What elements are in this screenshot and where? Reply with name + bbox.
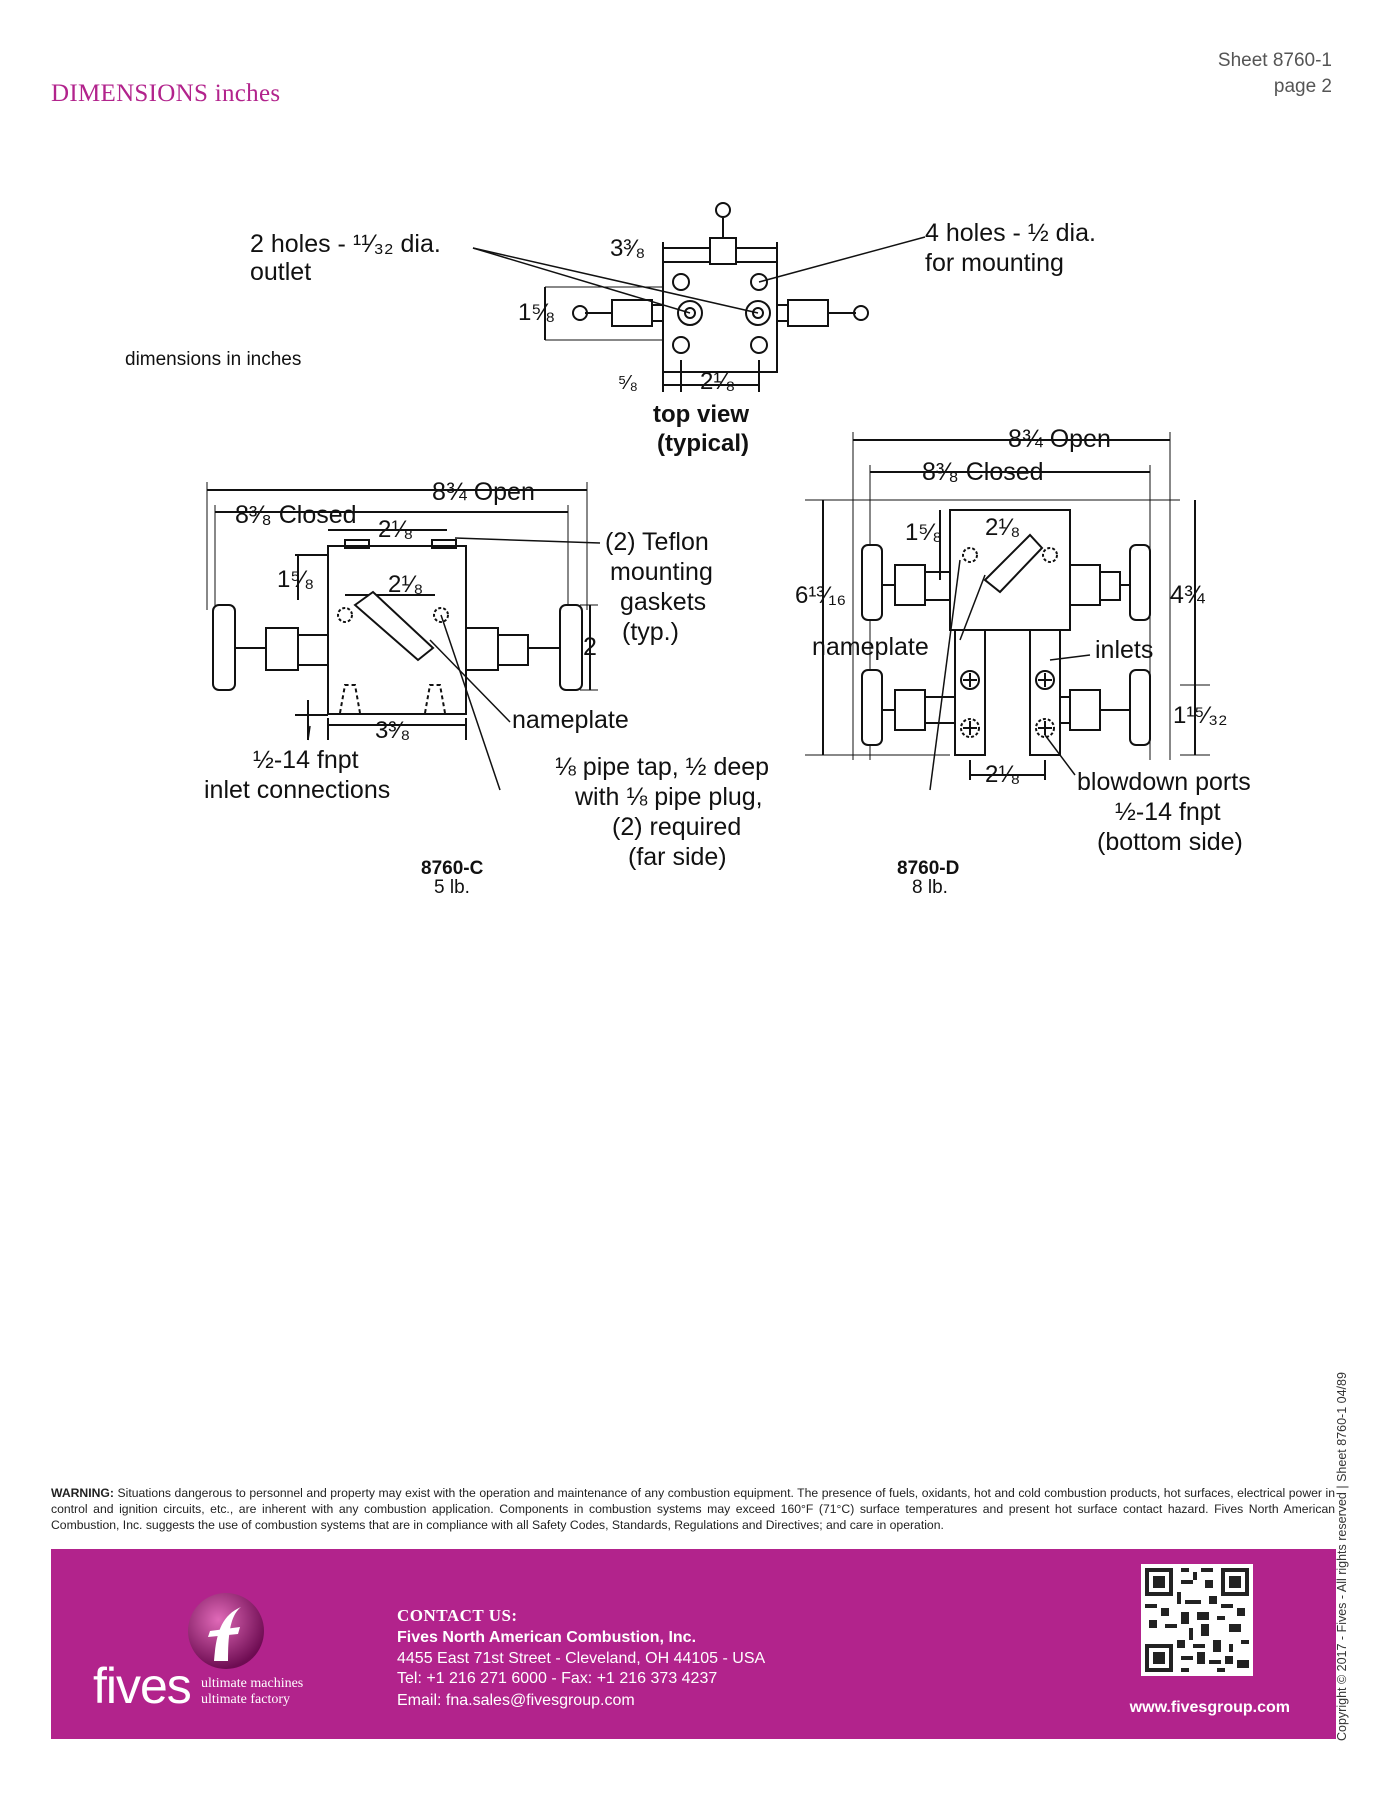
contact-email[interactable]: Email: fna.sales@fivesgroup.com <box>397 1692 635 1709</box>
c-open-dim: 8¾ Open <box>432 478 535 506</box>
d-bottom-spacing-dim: 2¹⁄₈ <box>985 761 1020 788</box>
d-closed-dim: 8³⁄₈ Closed <box>922 458 1044 486</box>
c-model-label: 8760-C <box>421 858 484 879</box>
warning-text: WARNING: Situations dangerous to personn… <box>51 1485 1335 1533</box>
c-height-dim: 1⁵⁄₈ <box>277 566 314 593</box>
d-model-label: 8760-D <box>897 858 959 879</box>
d-open-dim: 8¾ Open <box>1008 425 1111 453</box>
dimension-drawing: 2 holes - ¹¹⁄₃₂ dia. outlet 4 holes - ½ … <box>125 202 1251 898</box>
warning-label: WARNING: <box>51 1486 114 1500</box>
top-view-outlet-label: outlet <box>250 258 311 286</box>
c-inlet-fnpt-label: ½-14 fnpt <box>253 746 359 774</box>
contact-title: CONTACT US: <box>397 1606 518 1625</box>
contact-address: 4455 East 71st Street - Cleveland, OH 44… <box>397 1650 766 1667</box>
fives-logo-icon <box>188 1593 264 1669</box>
top-view-offset-dim: ⁵⁄₈ <box>618 372 638 394</box>
d-nameplate-label: nameplate <box>812 633 929 661</box>
top-view-outlet-holes-label: 2 holes - ¹¹⁄₃₂ dia. <box>250 230 441 258</box>
pipe-plug-label: with ⅛ pipe plug, <box>574 783 763 811</box>
top-view-caption: top view <box>653 401 749 428</box>
c-teflon-typ-label: (typ.) <box>622 618 679 646</box>
contact-company: Fives North American Combustion, Inc. <box>397 1629 697 1646</box>
top-view-mounting-holes-label: 4 holes - ½ dia. <box>925 219 1096 247</box>
tagline-machines: ultimate machines <box>201 1676 304 1691</box>
d-weight-label: 8 lb. <box>912 877 948 898</box>
top-view-caption-typical: (typical) <box>657 430 749 457</box>
c-closed-dim: 8³⁄₈ Closed <box>235 501 357 529</box>
c-nameplate-label: nameplate <box>512 706 629 734</box>
d-inlets-label: inlets <box>1095 636 1153 664</box>
c-depth-dim: 2 <box>583 633 597 661</box>
top-view-height-dim: 1⁵⁄₈ <box>518 299 555 326</box>
d-blowdown-side-label: (bottom side) <box>1097 828 1243 856</box>
sheet-number: Sheet 8760-1 <box>1217 50 1332 71</box>
brand-name: fives <box>93 1658 192 1714</box>
d-blowdown-fnpt-label: ½-14 fnpt <box>1115 798 1221 826</box>
contact-phone: Tel: +1 216 271 6000 - Fax: +1 216 373 4… <box>397 1670 718 1687</box>
dimensions-note: dimensions in inches <box>125 349 301 370</box>
pipe-required-label: (2) required <box>612 813 741 841</box>
d-lower-height-dim: 1¹⁵⁄₃₂ <box>1173 702 1227 729</box>
c-top-spacing-dim: 2¹⁄₈ <box>378 516 413 543</box>
qr-code-icon[interactable] <box>1141 1564 1253 1676</box>
pipe-tap-label: ⅛ pipe tap, ½ deep <box>555 753 769 781</box>
c-teflon-mounting-label: mounting <box>610 558 713 586</box>
top-view-mounting-label: for mounting <box>925 249 1064 277</box>
website-link[interactable]: www.fivesgroup.com <box>1129 1699 1290 1716</box>
warning-body: Situations dangerous to personnel and pr… <box>51 1486 1335 1532</box>
top-view-width-dim: 3³⁄₈ <box>610 235 645 262</box>
c-teflon-gaskets-label: gaskets <box>620 588 706 616</box>
tagline-factory: ultimate factory <box>201 1692 291 1707</box>
footer-banner: fives ultimate machines ultimate factory… <box>51 1549 1336 1739</box>
c-weight-label: 5 lb. <box>434 877 470 898</box>
top-view-spacing-dim: 2¹⁄₈ <box>700 368 735 395</box>
d-upper-height-dim: 4¾ <box>1170 581 1206 609</box>
c-inner-spacing-dim: 2¹⁄₈ <box>388 571 423 598</box>
copyright-text: Copyright © 2017 - Fives - All rights re… <box>1335 1372 1349 1741</box>
page-number: page 2 <box>1273 76 1332 97</box>
d-height-dim: 1⁵⁄₈ <box>905 519 942 546</box>
d-total-height-dim: 6¹³⁄₁₆ <box>795 582 846 609</box>
d-top-spacing-dim: 2¹⁄₈ <box>985 514 1020 541</box>
d-blowdown-label: blowdown ports <box>1077 768 1251 796</box>
section-title: DIMENSIONS inches <box>51 80 281 107</box>
c-base-width-dim: 3³⁄₈ <box>375 717 410 744</box>
c-inlet-connections-label: inlet connections <box>204 776 390 804</box>
sheet-info: Sheet 8760-1 page 2 <box>1218 48 1332 100</box>
pipe-far-side-label: (far side) <box>628 843 727 871</box>
c-teflon-label: (2) Teflon <box>605 528 709 556</box>
